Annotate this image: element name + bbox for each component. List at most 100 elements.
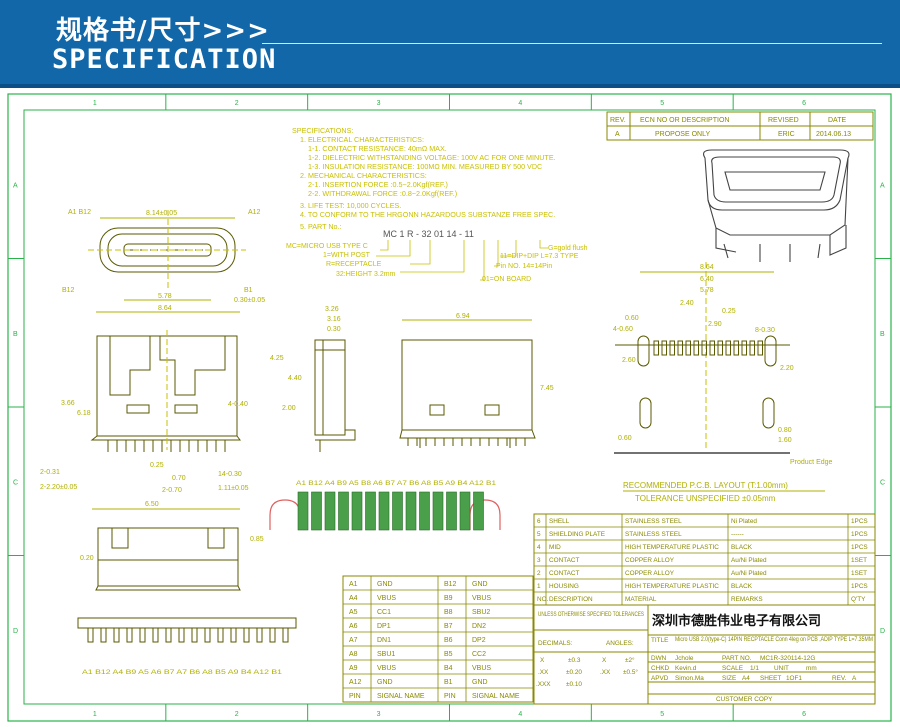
zone-label: C bbox=[13, 479, 18, 486]
zone-label: A bbox=[13, 182, 18, 189]
dim-label: 8.14±0.05 bbox=[146, 210, 177, 217]
spec-line: 1. ELECTRICAL CHARACTERISTICS: bbox=[300, 135, 424, 144]
pin-table-header: SIGNAL NAME bbox=[377, 693, 425, 700]
strip-pad bbox=[338, 491, 349, 531]
rev-row-date: 2014.06.13 bbox=[816, 131, 851, 138]
contact-pin bbox=[165, 627, 172, 643]
dim-label: 1.11±0.05 bbox=[218, 485, 249, 492]
zone-label: 3 bbox=[377, 711, 381, 718]
bom-cell: CONTACT bbox=[549, 570, 580, 577]
dim-label: 2.90 bbox=[708, 321, 722, 328]
contact-pin bbox=[282, 627, 289, 643]
top-view-dims: 3.66 6.18 4-0.40 2-0.31 2-2.20±0.05 0.25… bbox=[40, 400, 249, 510]
bom-cell: 1SET bbox=[851, 570, 867, 577]
bom-cell: 6 bbox=[537, 518, 541, 525]
bom-cell: 1PCS bbox=[851, 583, 868, 590]
pin-table-cell: A4 bbox=[349, 595, 358, 602]
partno-value: MC1R-320114-12G bbox=[760, 655, 815, 662]
pcb-pad bbox=[685, 340, 691, 356]
rev-header-date: DATE bbox=[828, 117, 846, 124]
strip-pad bbox=[473, 491, 484, 531]
page-title-english: SPECIFICATION bbox=[52, 44, 277, 75]
bom-header: DESCRIPTION bbox=[549, 596, 593, 603]
bom-cell: 3 bbox=[537, 557, 541, 564]
bom-cell: CONTACT bbox=[549, 557, 580, 564]
pin-table-cell: A1 bbox=[349, 581, 358, 588]
pin-table-cell: A6 bbox=[349, 623, 358, 630]
rev-header-revised: REVISED bbox=[768, 117, 799, 124]
pin-table-cell: DN2 bbox=[472, 623, 486, 630]
rev-row-rev: A bbox=[615, 131, 620, 138]
top-view bbox=[90, 330, 241, 450]
zone-label: B bbox=[13, 331, 18, 338]
strip-pad bbox=[365, 491, 376, 531]
pin-table-cell: B12 bbox=[444, 581, 457, 588]
contact-pin bbox=[230, 627, 237, 643]
bom-header: REMARKS bbox=[731, 596, 763, 603]
bottom-pin-labels: A1 B12 A4 B9 A5 A6 B7 A7 B6 A8 B5 A9 B4 … bbox=[82, 669, 283, 676]
bom-cell: 1SET bbox=[851, 557, 867, 564]
strip-pad bbox=[311, 491, 322, 531]
bom-cell: COPPER ALLOY bbox=[625, 557, 675, 564]
dim-label: 8.64 bbox=[158, 305, 172, 312]
dim-label: 6.18 bbox=[77, 410, 91, 417]
pcb-pad bbox=[661, 340, 667, 356]
contact-pin bbox=[126, 627, 133, 643]
contact-pin bbox=[191, 627, 198, 643]
strip-pad bbox=[446, 491, 457, 531]
contact-pin bbox=[113, 627, 120, 643]
dim-label: 2.00 bbox=[282, 405, 296, 412]
tol-row: X bbox=[540, 657, 545, 664]
pin-table-cell: SBU2 bbox=[472, 609, 490, 616]
strip-pad bbox=[459, 491, 471, 531]
sheet-label: SHEET bbox=[760, 675, 781, 682]
unit-value: mm bbox=[806, 665, 817, 672]
size-label: SIZE bbox=[722, 675, 736, 682]
pin-table-cell: GND bbox=[472, 679, 488, 686]
dim-label: 5.78 bbox=[700, 287, 714, 294]
tol-row: ±0.10 bbox=[566, 681, 582, 688]
rev-value: A bbox=[852, 675, 857, 682]
strip-pad bbox=[351, 491, 363, 531]
pcb-pad bbox=[733, 340, 739, 356]
pin-table-cell: A7 bbox=[349, 637, 358, 644]
pin-table-cell: VBUS bbox=[377, 665, 396, 672]
pcb-edge-label: Product Edge bbox=[790, 459, 833, 466]
dim-label: 8-0.30 bbox=[755, 327, 775, 334]
tol-row: X bbox=[602, 657, 607, 664]
dim-label: 1.60 bbox=[778, 437, 792, 444]
pin-table-cell: CC2 bbox=[472, 651, 486, 658]
dim-label: 4.40 bbox=[288, 375, 302, 382]
zone-label: C bbox=[880, 479, 885, 486]
bom-cell: Ni Plated bbox=[731, 518, 757, 525]
zone-label: 1 bbox=[93, 711, 97, 718]
strip-pad bbox=[324, 491, 336, 531]
dim-label: 2-2.20±0.05 bbox=[40, 484, 77, 491]
bom-header: MATERIAL bbox=[625, 596, 657, 603]
zone-label: 5 bbox=[660, 711, 664, 718]
part-number-code: MC 1 R - 32 01 14 - 11 bbox=[383, 229, 474, 239]
spec-line: 2-2. WITHDRAWAL FORCE :0.8~2.0Kgf(REF.) bbox=[308, 189, 457, 198]
pcb-pad bbox=[693, 340, 699, 356]
dwn-value: Jchole bbox=[675, 655, 694, 662]
scale-value: 1/1 bbox=[750, 665, 759, 672]
contact-pin bbox=[87, 627, 94, 643]
tol-row: ±2° bbox=[625, 656, 635, 664]
zone-label: 3 bbox=[377, 100, 381, 107]
pin-table-cell: B9 bbox=[444, 595, 453, 602]
pn-note: 1=WITH POST bbox=[323, 252, 371, 259]
bom-header: NO. bbox=[537, 596, 549, 603]
bottom-view bbox=[77, 527, 297, 629]
bom-cell: STAINLESS STEEL bbox=[625, 518, 682, 525]
dim-label: 2.60 bbox=[622, 357, 636, 364]
spec-line: 5. PART No.: bbox=[300, 222, 342, 231]
pin-table-cell: A5 bbox=[349, 609, 358, 616]
pin-label: B1 bbox=[244, 287, 253, 294]
bom-cell: 1PCS bbox=[851, 518, 868, 525]
pin-table-cell: GND bbox=[377, 581, 393, 588]
zone-label: 1 bbox=[93, 100, 97, 107]
pcb-pad bbox=[741, 340, 747, 356]
pin-table-cell: B6 bbox=[444, 637, 453, 644]
customer-copy-label: CUSTOMER COPY bbox=[716, 696, 773, 703]
